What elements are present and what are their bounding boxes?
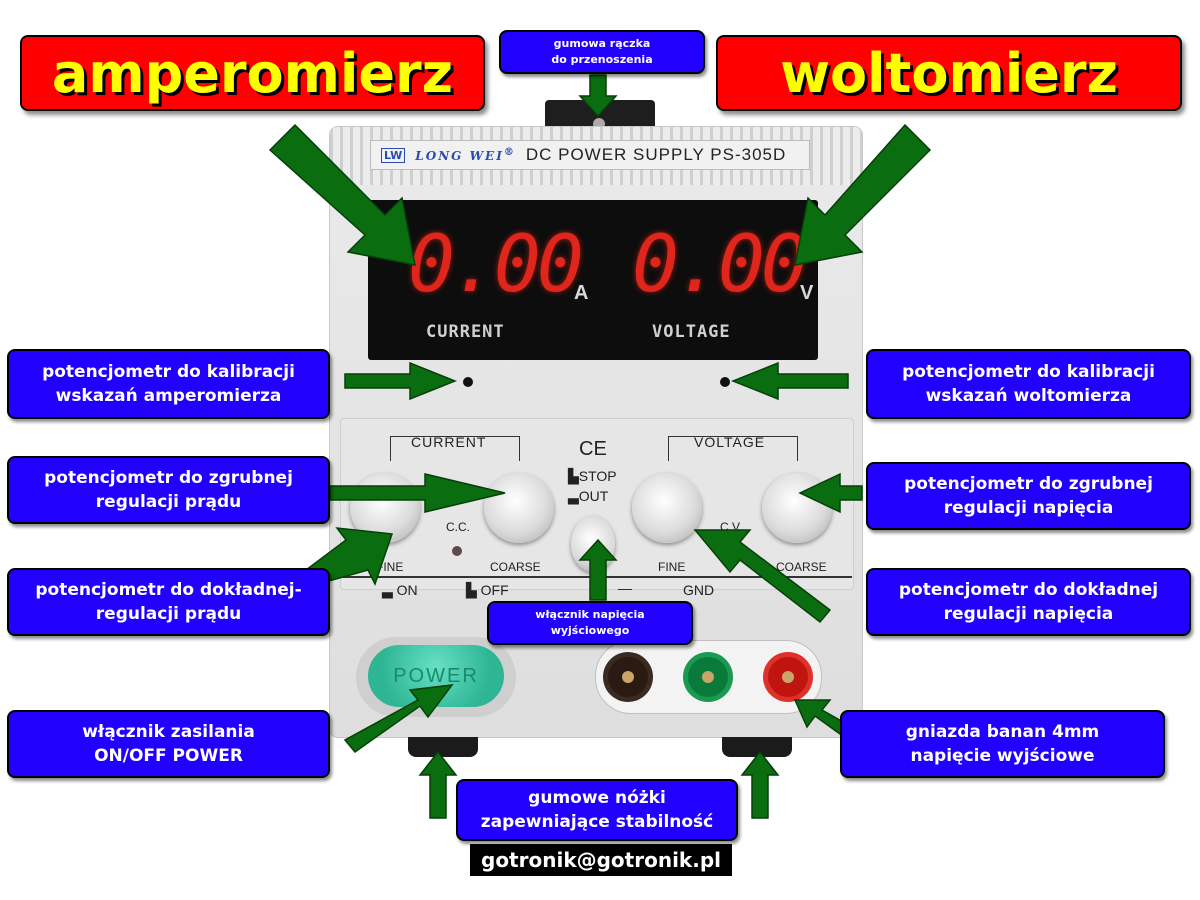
footer-email: gotronik@gotronik.pl [470, 844, 732, 876]
cv-label: C.V. [720, 520, 743, 534]
brand-name: LONG WEI® [415, 147, 516, 163]
arrow-left-foot [418, 750, 458, 819]
gnd-label: GND [683, 582, 715, 598]
output-switch-callout: włącznik napięcia wyjściowego [487, 601, 693, 645]
power-button[interactable]: POWER [368, 645, 504, 707]
voltage-coarse-knob[interactable] [762, 473, 832, 543]
left-foot [408, 737, 478, 757]
current-unit: A [574, 282, 589, 304]
voltage-unit: V [800, 282, 814, 304]
ammeter-callout: amperomierz [20, 35, 485, 111]
voltage-fine-knob[interactable] [632, 473, 702, 543]
voltage-group-label: VOLTAGE [694, 434, 766, 450]
stop-label: ▙STOP [568, 468, 617, 484]
gnd-jack[interactable] [688, 657, 728, 697]
voltmeter-callout: woltomierz [716, 35, 1182, 111]
arrow-right-foot [740, 750, 780, 819]
brand-badge: LW [381, 147, 406, 163]
coarse-voltage-callout: potencjometr do zgrubnej regulacji napię… [866, 462, 1191, 530]
on-label: ▃ ON [382, 582, 418, 598]
handle-callout: gumowa rączka do przenoszenia [499, 30, 705, 74]
fine-current-callout: potencjometr do dokładnej- regulacji prą… [7, 568, 330, 636]
current-display-label: CURRENT [426, 322, 505, 342]
jack-plate [595, 640, 822, 714]
voltage-calibration-pot[interactable] [720, 377, 730, 387]
output-switch[interactable] [571, 516, 615, 572]
off-label: ▙ OFF [466, 582, 509, 598]
current-coarse-knob[interactable] [484, 473, 554, 543]
current-group-box [390, 436, 520, 461]
cc-indicator-led [452, 546, 462, 556]
power-button-label: POWER [393, 664, 479, 687]
coarse-current-label: COARSE [490, 560, 541, 574]
out-label: ▃OUT [568, 488, 609, 504]
current-fine-knob[interactable] [350, 473, 420, 543]
plus-jack[interactable] [768, 657, 808, 697]
ammeter-calibration-callout: potencjometr do kalibracji wskazań amper… [7, 349, 330, 419]
coarse-current-callout: potencjometr do zgrubnej regulacji prądu [7, 456, 330, 524]
cc-label: C.C. [446, 520, 470, 534]
current-calibration-pot[interactable] [463, 377, 473, 387]
voltmeter-calibration-callout: potencjometr do kalibracji wskazań wolto… [866, 349, 1191, 419]
ce-mark: CE [579, 438, 607, 460]
voltage-display: 0.00 [632, 220, 808, 310]
power-switch-callout: włącznik zasilania ON/OFF POWER [7, 710, 330, 778]
voltage-display-label: VOLTAGE [652, 322, 731, 342]
minus-jack[interactable] [608, 657, 648, 697]
minus-label: — [618, 580, 632, 596]
panel-rail [340, 576, 852, 578]
banana-jacks-callout: gniazda banan 4mm napięcie wyjściowe [840, 710, 1165, 778]
right-foot [722, 737, 792, 757]
voltage-group-box [668, 436, 798, 461]
current-group-label: CURRENT [411, 434, 487, 450]
fine-current-label: FINE [376, 560, 404, 574]
brand-plate: LW LONG WEI® DC POWER SUPPLY PS-305D [370, 140, 810, 170]
fine-voltage-label: FINE [658, 560, 686, 574]
coarse-voltage-label: COARSE [776, 560, 827, 574]
display-panel: 0.00 A CURRENT 0.00 V VOLTAGE [368, 200, 818, 360]
current-display: 0.00 [408, 220, 584, 310]
fine-voltage-callout: potencjometr do dokładnej regulacji napi… [866, 568, 1191, 636]
feet-callout: gumowe nóżki zapewniające stabilność [456, 779, 738, 841]
model-text: DC POWER SUPPLY PS-305D [525, 145, 787, 164]
